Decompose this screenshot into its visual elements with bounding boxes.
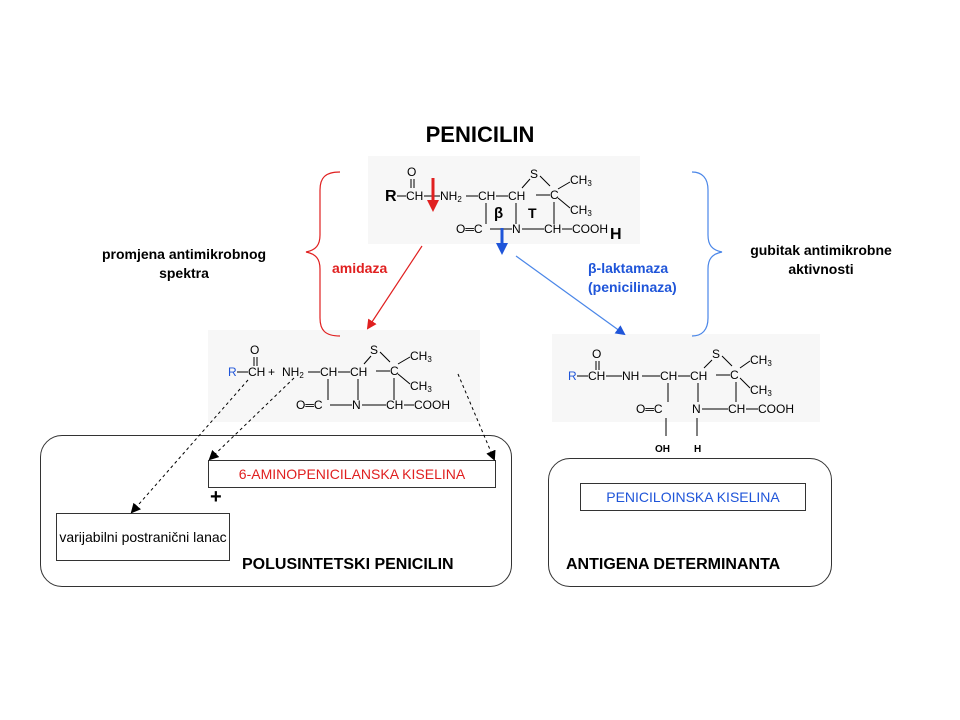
apa-o: O — [250, 343, 259, 357]
pen-h: H — [610, 226, 622, 243]
left-brace — [305, 171, 341, 337]
peniciloic-structure: O R CH NH CH CH S C CH3 CH3 O═C N CH COO… — [568, 347, 794, 455]
pnc-r: R — [568, 369, 577, 383]
apa-nh2: NH2 — [282, 365, 304, 380]
antigena-panel — [548, 458, 832, 587]
pen-o: O — [407, 165, 416, 179]
apa-ch-c: CH — [386, 398, 403, 412]
apa-r: R — [228, 365, 237, 379]
apa-c: C — [390, 364, 399, 378]
pnc-oc: O═C — [636, 402, 663, 416]
amidaza-label: amidaza — [332, 260, 388, 276]
antigena-label: ANTIGENA DETERMINANTA — [566, 556, 781, 573]
pnc-h: H — [694, 444, 701, 455]
pnc-s: S — [712, 347, 720, 361]
apa-s: S — [370, 343, 378, 357]
pen-c: C — [550, 188, 559, 202]
pnc-ch-c: CH — [728, 402, 745, 416]
plus-sign: + — [210, 486, 222, 508]
right-side-text: gubitak antimikrobne aktivnosti — [750, 242, 892, 277]
amidaza-arrow — [366, 245, 423, 330]
pen-ch: CH — [406, 189, 423, 203]
dashed-arrow-side-chain — [130, 379, 249, 514]
pen-n: N — [512, 222, 521, 236]
dashed-arrow-apa-left — [208, 377, 295, 461]
pen-nh2: NH2 — [440, 189, 462, 204]
pen-ch3-b: CH3 — [570, 203, 592, 218]
pnc-n: N — [692, 402, 701, 416]
pnc-ch: CH — [588, 369, 605, 383]
polusintetski-label: POLUSINTETSKI PENICILIN — [242, 556, 454, 573]
apa-ch3-a: CH3 — [410, 349, 432, 364]
penicilinaza-label: (penicilinaza) — [588, 279, 677, 295]
pnc-oh: OH — [655, 444, 670, 455]
beta-laktamaza-label: β-laktamaza — [588, 260, 669, 276]
pen-oc: O═C — [456, 222, 483, 236]
apa-box: 6-AMINOPENICILANSKA KISELINA — [208, 460, 496, 488]
apa-ch: CH — [248, 365, 265, 379]
pnc-ch3-a: CH3 — [750, 353, 772, 368]
apa-cooh: COOH — [414, 398, 450, 412]
apa-n: N — [352, 398, 361, 412]
pnc-nh: NH — [622, 369, 639, 383]
pnc-cooh: COOH — [758, 402, 794, 416]
apa-plus: + — [268, 365, 275, 379]
pnc-c: C — [730, 368, 739, 382]
pnc-o: O — [592, 347, 601, 361]
pnc-ch-b: CH — [690, 369, 707, 383]
peniciloic-box: PENICILOINSKA KISELINA — [580, 483, 806, 511]
dashed-arrow-apa-right — [457, 373, 496, 461]
side-chain-box: varijabilni postranični lanac — [56, 513, 230, 561]
right-brace — [691, 171, 723, 337]
page-title: PENICILIN — [425, 122, 535, 147]
pnc-ch-a: CH — [660, 369, 677, 383]
left-side-text: promjena antimikrobnog spektra — [101, 246, 267, 281]
peniciloic-structure-background — [552, 334, 820, 422]
penicillin-structure: O R CH NH2 CH CH S C CH3 CH3 β T O═C N C… — [385, 165, 622, 255]
apa-structure: O R CH + NH2 CH CH S C CH3 CH3 O═C N CH … — [228, 343, 450, 412]
apa-ch3-b: CH3 — [410, 379, 432, 394]
pen-ch-b: CH — [508, 189, 525, 203]
pen-cooh: COOH — [572, 222, 608, 236]
apa-oc: O═C — [296, 398, 323, 412]
pen-ch3-a: CH3 — [570, 173, 592, 188]
pen-r: R — [385, 188, 397, 205]
pen-beta: β — [494, 205, 503, 222]
pen-ch-c: CH — [544, 222, 561, 236]
apa-ch-a: CH — [320, 365, 337, 379]
pen-s: S — [530, 167, 538, 181]
apa-ch-b: CH — [350, 365, 367, 379]
pnc-ch3-b: CH3 — [750, 383, 772, 398]
pen-ch-a: CH — [478, 189, 495, 203]
apa-structure-background — [208, 330, 480, 422]
laktamaza-arrow — [515, 255, 626, 336]
pen-t: T — [528, 205, 537, 221]
